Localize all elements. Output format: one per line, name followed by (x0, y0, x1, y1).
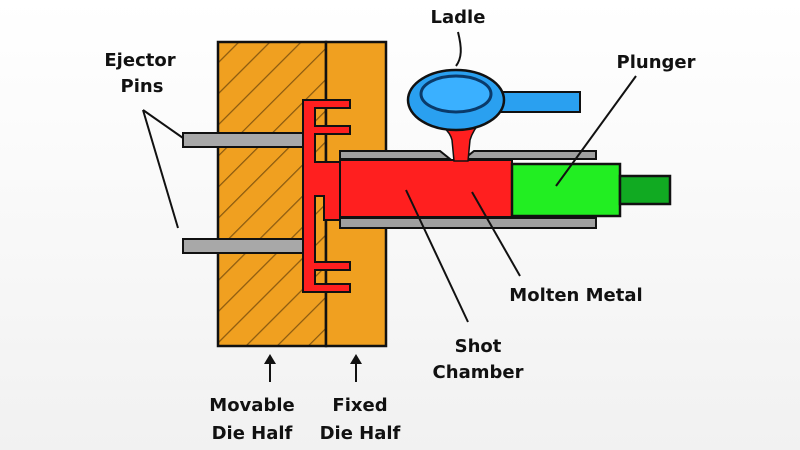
ladle-bowl-inner (419, 74, 493, 114)
label-movable-die-2: Die Half (212, 423, 293, 444)
ladle-leader (455, 31, 462, 67)
ejector-pin-upper (182, 132, 306, 148)
label-molten-metal: Molten Metal (509, 285, 642, 306)
label-fixed-die-2: Die Half (320, 423, 401, 444)
label-ejector-pins-1: Ejector (104, 50, 175, 71)
movable-die-arrow-head (264, 354, 276, 364)
shot-chamber-leader (405, 189, 469, 323)
label-fixed-die-1: Fixed (332, 395, 387, 416)
molten-metal-shot (339, 159, 513, 218)
label-shot-chamber-2: Chamber (433, 362, 524, 383)
ejector-pin-lower (182, 238, 306, 254)
label-shot-chamber-1: Shot (455, 336, 502, 357)
ejector-leader-lower (142, 109, 179, 229)
shot-chamber-sleeve-bottom (339, 217, 597, 229)
label-plunger: Plunger (617, 52, 696, 73)
shot-chamber-sleeve-top (339, 150, 453, 160)
label-ladle: Ladle (431, 7, 486, 28)
molten-metal-leader (471, 191, 521, 277)
casting-cavity (302, 99, 351, 293)
label-ejector-pins-2: Pins (121, 76, 164, 97)
shot-chamber-sleeve-top-right (461, 150, 597, 160)
label-movable-die-1: Movable (209, 395, 294, 416)
ejector-leader-upper (142, 109, 184, 139)
fixed-die-arrow-head (350, 354, 362, 364)
plunger-rod (618, 174, 672, 206)
plunger-leader (555, 75, 637, 187)
ladle-handle (499, 91, 581, 113)
